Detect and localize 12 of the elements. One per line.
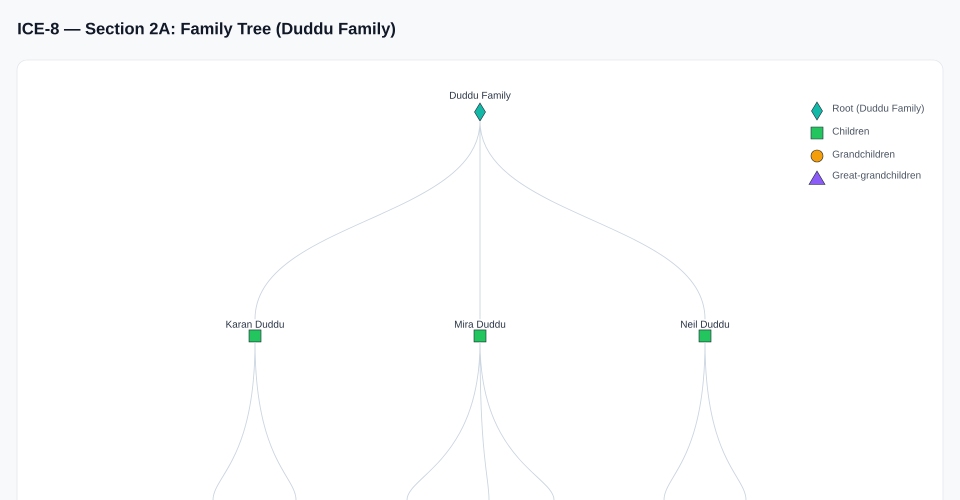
- legend-text: Grandchildren: [832, 150, 894, 158]
- connector-line: [254, 342, 296, 500]
- legend-text: Great-grandchildren: [832, 171, 920, 181]
- connector-line: [480, 342, 554, 500]
- title: ICE-8 — Section 2A: Family Tree (Duddu Family): [18, 22, 396, 38]
- node-label: Duddu Family: [450, 91, 511, 101]
- legend-text: Children: [832, 127, 869, 135]
- node-label: Mira Duddu: [454, 320, 506, 328]
- legend-text: Root (Duddu Family): [833, 104, 924, 114]
- connector-line: [704, 342, 746, 500]
- node-label: Neil Duddu: [681, 320, 730, 328]
- node-label: Karan Duddu: [226, 320, 284, 328]
